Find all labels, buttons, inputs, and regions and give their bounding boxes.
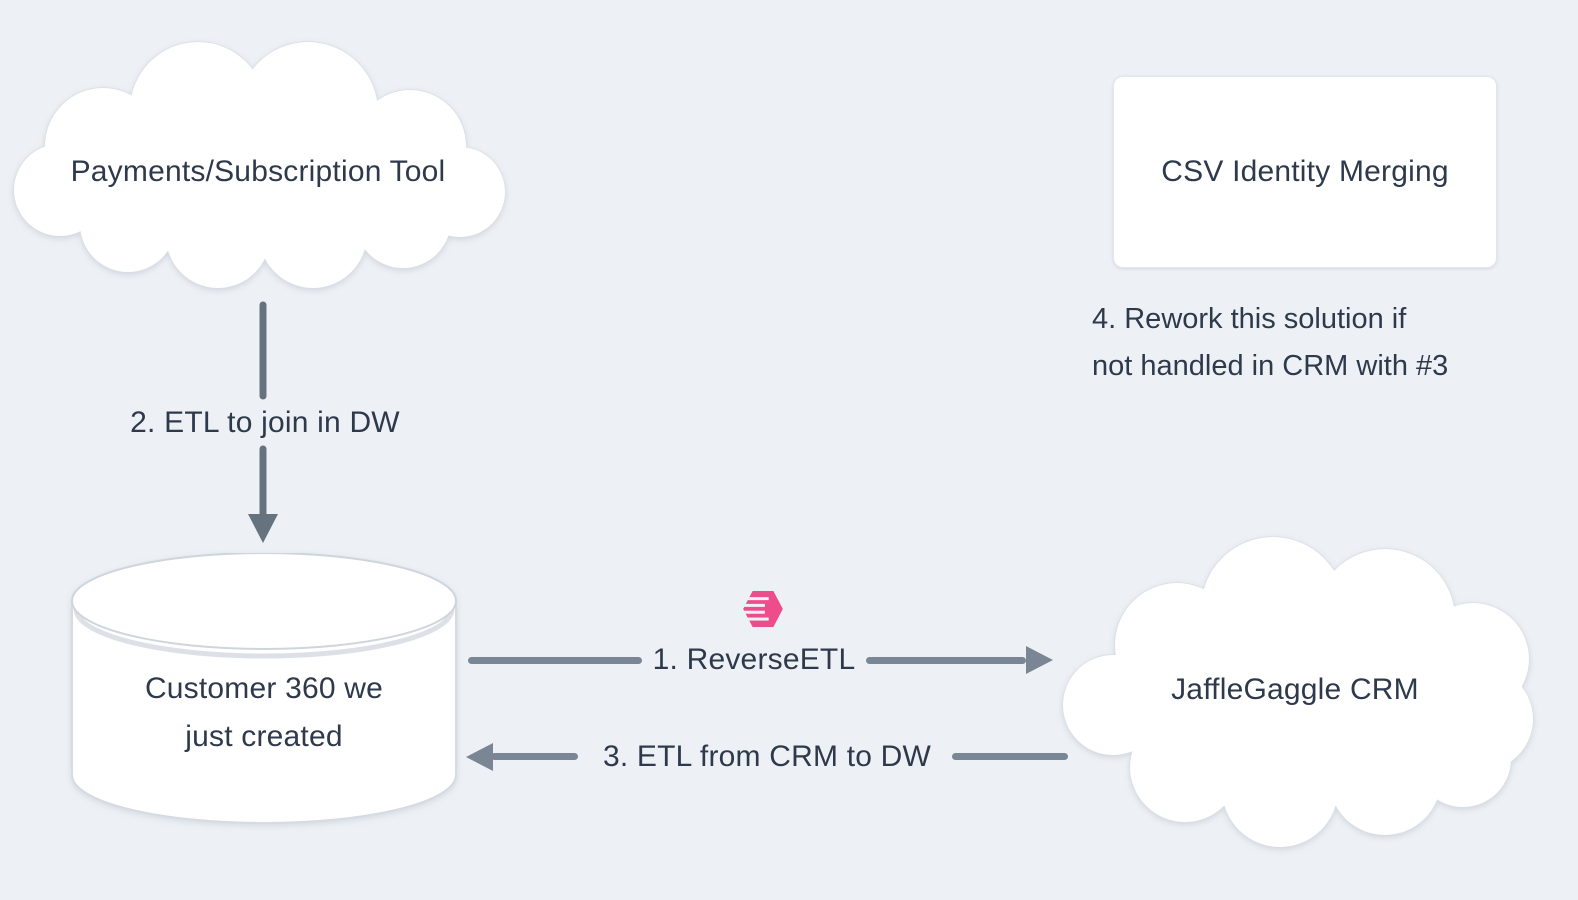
node-csv-merging-box: CSV Identity Merging xyxy=(1113,76,1497,268)
annotation-note-line1: 4. Rework this solution if xyxy=(1092,303,1407,335)
payments-cloud-label: Payments/Subscription Tool xyxy=(70,155,446,188)
csv-merging-label: CSV Identity Merging xyxy=(1161,155,1449,188)
customer360-label-line1: Customer 360 we xyxy=(144,672,384,705)
arrow-etl-to-dw xyxy=(248,301,278,543)
annotation-note-line2: not handled in CRM with #3 xyxy=(1092,350,1449,382)
census-logo-icon xyxy=(743,590,783,628)
arrow-head-left-icon xyxy=(466,743,493,771)
arrow-line-reverseetl-left xyxy=(468,657,642,664)
node-payments-cloud: Payments/Subscription Tool xyxy=(8,38,508,290)
database-cylinder-shape xyxy=(71,552,457,824)
node-crm-cloud: JaffleGaggle CRM xyxy=(1055,527,1535,859)
crm-cloud-label: JaffleGaggle CRM xyxy=(1171,673,1419,706)
node-customer360-database: Customer 360 we just created xyxy=(70,552,458,829)
etl-join-label: 2. ETL to join in DW xyxy=(130,406,400,439)
arrow-line-etlcrm-right xyxy=(952,753,1068,760)
arrow-head-down-icon xyxy=(248,514,278,543)
customer360-label: Customer 360 we just created xyxy=(70,665,458,761)
annotation-note: 4. Rework this solution if not handled i… xyxy=(1092,296,1532,390)
etl-from-crm-label: 3. ETL from CRM to DW xyxy=(602,740,932,773)
arrow-line-reverseetl-right xyxy=(866,657,1026,664)
arrow-line-etlcrm-left xyxy=(491,753,578,760)
reverseetl-label: 1. ReverseETL xyxy=(652,643,856,676)
customer360-label-line2: just created xyxy=(185,720,343,753)
arrow-head-right-icon xyxy=(1026,646,1053,674)
